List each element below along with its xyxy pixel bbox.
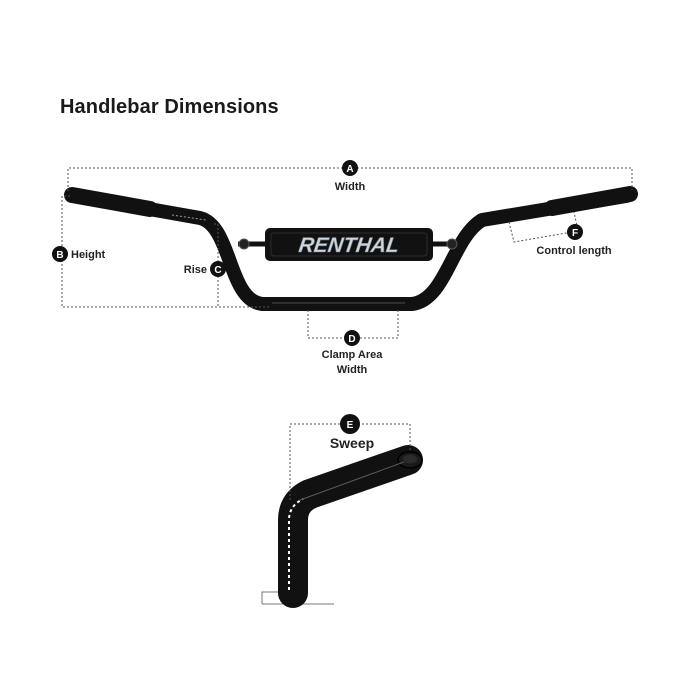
dimension-f-control-length: F Control length xyxy=(508,211,612,257)
dimension-a-width: A Width xyxy=(67,160,633,193)
badge-d xyxy=(344,330,360,346)
dimension-b-height: B Height xyxy=(52,195,270,308)
dimension-d-clamp-area-width: D Clamp Area Width xyxy=(307,310,399,376)
badge-e xyxy=(340,414,360,434)
dimension-d-label: Clamp Area xyxy=(322,349,384,361)
badge-f xyxy=(567,224,583,240)
badge-a xyxy=(342,160,358,176)
dimension-a-label: Width xyxy=(335,181,366,193)
badge-d-letter: D xyxy=(348,334,355,345)
dimension-e-sweep: E Sweep xyxy=(289,414,411,500)
brand-logo-text: RENTHAL xyxy=(297,234,401,257)
badge-b xyxy=(52,246,68,262)
badge-f-letter: F xyxy=(572,228,578,239)
dimension-c-label: Rise xyxy=(184,264,207,276)
page-title: Handlebar Dimensions xyxy=(60,96,279,118)
dimension-b-label: Height xyxy=(71,249,106,261)
handlebar-front-view: RENTHAL xyxy=(64,186,638,311)
dimension-e-label: Sweep xyxy=(330,435,374,451)
dimension-d-label-line2: Width xyxy=(337,364,368,376)
badge-c xyxy=(210,261,226,277)
handlebar-side-view xyxy=(261,445,423,608)
badge-a-letter: A xyxy=(346,164,353,175)
badge-b-letter: B xyxy=(56,250,63,261)
dimension-f-label: Control length xyxy=(536,245,611,257)
dimension-c-rise: C Rise xyxy=(184,223,226,307)
badge-c-letter: C xyxy=(214,265,221,276)
badge-e-letter: E xyxy=(347,420,354,431)
crossbar-pad xyxy=(265,228,433,261)
